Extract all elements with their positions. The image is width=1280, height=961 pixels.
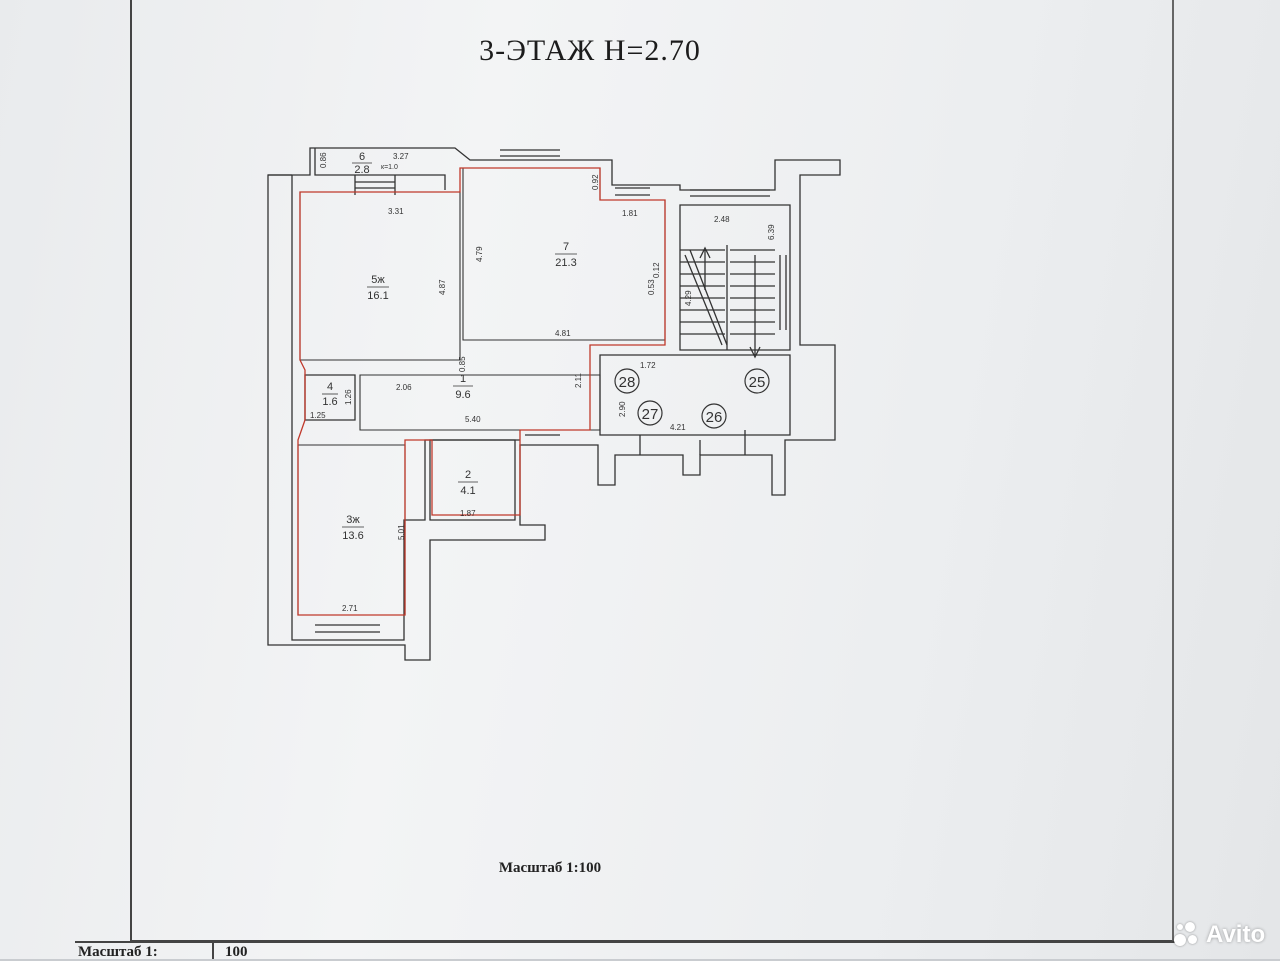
dim-0.85: 0.85: [458, 356, 467, 372]
stair-arrow-up: [699, 246, 711, 290]
room-1-number: 1: [460, 373, 466, 385]
room-7-area: 21.3: [555, 257, 576, 269]
circle-25: [744, 368, 770, 394]
scale-label: Масштаб 1:100: [498, 860, 602, 876]
circle-27: [637, 400, 663, 426]
dim-4.21: 4.21: [670, 423, 686, 432]
dim-0.12: 0.12: [652, 262, 661, 278]
room-2-wall: [429, 439, 516, 521]
dim-0.53: 0.53: [647, 279, 656, 295]
dim-k: к=1.0: [381, 164, 398, 171]
dim-3.31: 3.31: [388, 207, 404, 216]
window-stair-top: [690, 189, 770, 197]
room-6-number: 6: [359, 151, 365, 163]
floor-title: 3-ЭТАЖ Н=2.70: [479, 34, 701, 67]
apartment-outline: [297, 167, 666, 616]
avito-watermark: Avito: [1174, 918, 1265, 952]
title-block-scale-label: Масштаб 1:: [78, 944, 158, 960]
window-right-top: [615, 187, 650, 196]
circle-27-label: 27: [642, 406, 659, 423]
circle-26: [701, 403, 727, 429]
dim-2.06: 2.06: [396, 383, 412, 392]
dim-1.81: 1.81: [622, 209, 638, 218]
dim-5.40: 5.40: [465, 415, 481, 424]
circle-28: [614, 368, 640, 394]
room-5-area: 16.1: [367, 290, 388, 302]
dim-2.90: 2.90: [618, 401, 627, 417]
vents: [639, 430, 746, 455]
circle-28-label: 28: [619, 374, 636, 391]
avito-brand-text: Avito: [1206, 921, 1266, 948]
dim-3.27: 3.27: [393, 152, 409, 161]
dim-1.25: 1.25: [310, 411, 326, 420]
dim-0.86: 0.86: [319, 152, 328, 168]
room-1-wall: [359, 374, 601, 431]
dim-5.01: 5.01: [397, 524, 406, 540]
circle-25-label: 25: [749, 374, 766, 391]
dim-0.92: 0.92: [591, 174, 600, 190]
room-1-area: 9.6: [455, 389, 470, 401]
dim-4.79: 4.79: [475, 246, 484, 262]
outer-wall: [267, 147, 841, 661]
avito-logo-icon: [1174, 922, 1200, 948]
room-3-area: 13.6: [342, 530, 363, 542]
dim-1.87: 1.87: [460, 509, 476, 518]
room-3-number: 3ж: [346, 514, 360, 526]
stairwell-wall: [679, 204, 791, 351]
dim-1.26: 1.26: [344, 389, 353, 405]
circle-26-label: 26: [706, 409, 723, 426]
room-5-number: 5ж: [371, 274, 385, 286]
dim-1.72: 1.72: [640, 361, 656, 370]
dim-4.87: 4.87: [438, 279, 447, 295]
stair-arrow-down: [749, 255, 761, 359]
window-right-mid: [779, 255, 787, 330]
dim-2.71: 2.71: [342, 604, 358, 613]
title-block-divider: [212, 941, 214, 959]
room-6-steps: [354, 175, 396, 195]
landing-wall: [599, 354, 791, 436]
dim-4.81: 4.81: [555, 329, 571, 338]
room-4-number: 4: [327, 381, 333, 393]
title-block-scale-value: 100: [225, 944, 248, 960]
room-2-area: 4.1: [460, 485, 475, 497]
room-4-area: 1.6: [322, 396, 337, 408]
window-bottom: [315, 624, 380, 633]
stairs-right: [730, 249, 775, 335]
room-7-number: 7: [563, 241, 569, 253]
title-block-strip: [75, 941, 1185, 961]
room-2-number: 2: [465, 469, 471, 481]
dim-6.39: 6.39: [767, 224, 776, 240]
room-6-wall: [314, 148, 446, 190]
stairs-diagonal: [684, 249, 728, 346]
dim-2.48: 2.48: [714, 215, 730, 224]
room-6-area: 2.8: [354, 164, 369, 176]
dim-4.29: 4.29: [684, 290, 693, 306]
window-top: [500, 149, 560, 157]
dim-2.11: 2.11: [574, 372, 583, 388]
